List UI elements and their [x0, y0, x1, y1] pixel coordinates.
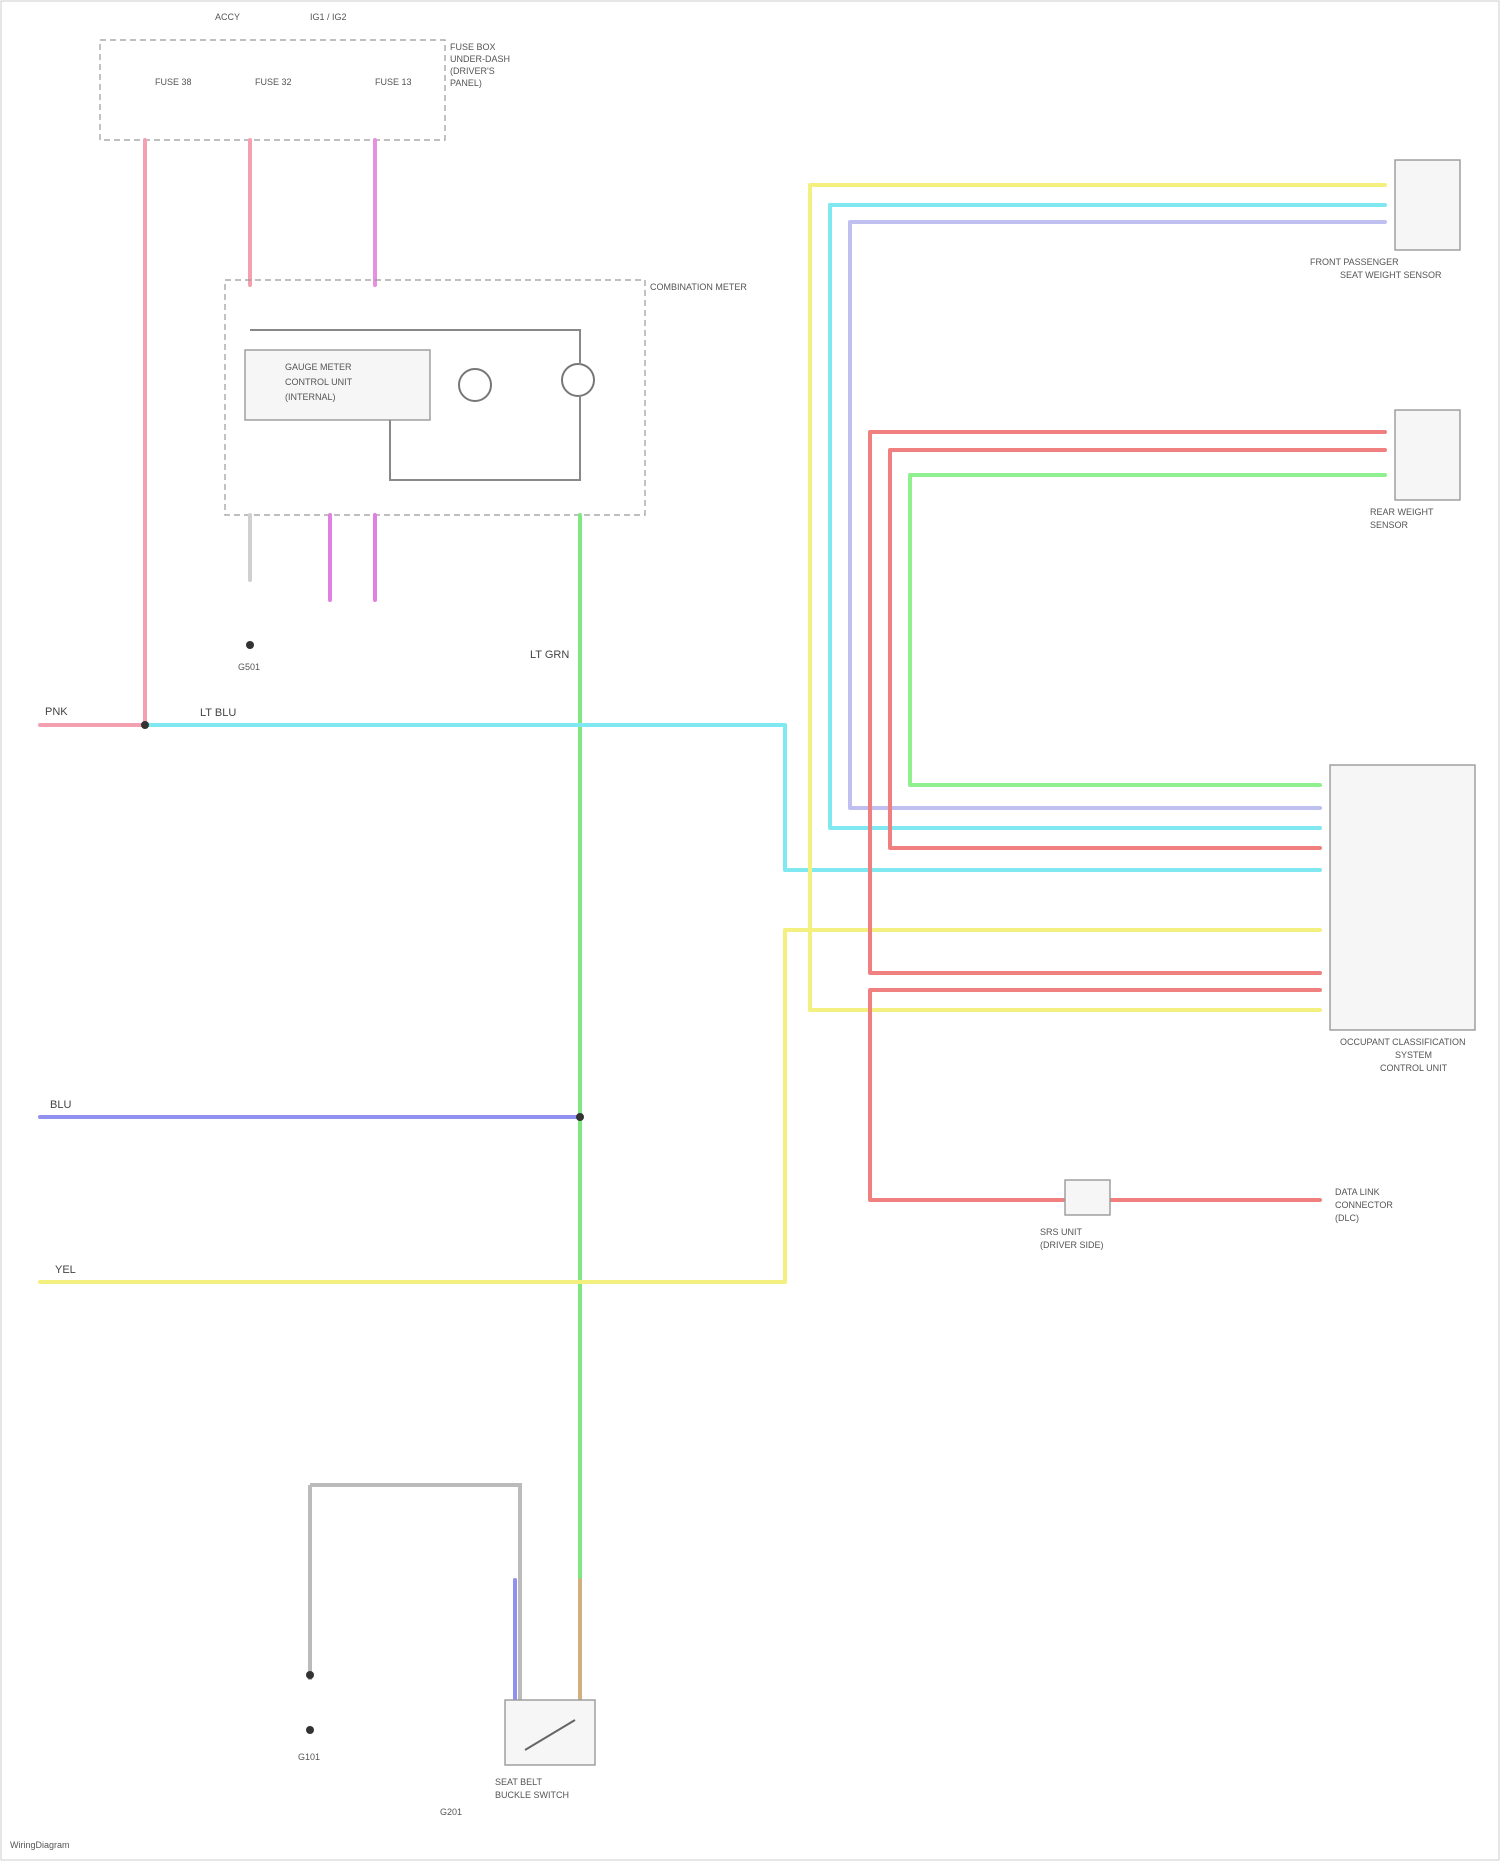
fuse-box-top-right: IG1 / IG2: [310, 12, 347, 22]
ground-label-3: G201: [440, 1807, 462, 1817]
combination-meter-title: COMBINATION METER: [650, 282, 747, 292]
fuse-box-title-2: UNDER-DASH: [450, 54, 510, 64]
c1-line-2: SEAT WEIGHT SENSOR: [1340, 270, 1442, 280]
splice-pink-cyan: [141, 721, 149, 729]
ground-node-3: [306, 1726, 314, 1734]
component-srs-unit: [1065, 1180, 1110, 1215]
c1-line-1: FRONT PASSENGER: [1310, 257, 1399, 267]
ground-label-1: G501: [238, 662, 260, 672]
control-unit-line-1: GAUGE METER: [285, 362, 352, 372]
splice-blue-green: [576, 1113, 584, 1121]
c6-line-2: BUCKLE SWITCH: [495, 1790, 569, 1800]
wire-label-lt-grn: LT GRN: [530, 649, 569, 661]
c3-line-2: SYSTEM: [1395, 1050, 1432, 1060]
c4-line-2: (DRIVER SIDE): [1040, 1240, 1104, 1250]
fuse-box-title-4: PANEL): [450, 78, 482, 88]
c5-line-2: CONNECTOR: [1335, 1200, 1393, 1210]
c4-line-1: SRS UNIT: [1040, 1227, 1083, 1237]
component-rear-weight-sensor: [1395, 410, 1460, 500]
wire-label-yel: YEL: [55, 1264, 76, 1276]
indicator-lamp-1: [459, 369, 491, 401]
ground-label-2: G101: [298, 1752, 320, 1762]
component-ocs-control-unit: [1330, 765, 1475, 1030]
fuse-label-1: FUSE 38: [155, 77, 192, 87]
c6-line-1: SEAT BELT: [495, 1777, 543, 1787]
c5-line-3: (DLC): [1335, 1213, 1359, 1223]
fuse-box-title-3: (DRIVER'S: [450, 66, 495, 76]
footer-text: WiringDiagram: [10, 1840, 70, 1850]
component-buckle-switch: [505, 1700, 595, 1765]
c5-line-1: DATA LINK: [1335, 1187, 1380, 1197]
ground-node-2: [306, 1671, 314, 1679]
wire-label-blu: BLU: [50, 1099, 71, 1111]
c3-line-1: OCCUPANT CLASSIFICATION: [1340, 1037, 1466, 1047]
control-unit-line-3: (INTERNAL): [285, 392, 336, 402]
fuse-box-top-left: ACCY: [215, 12, 240, 22]
c2-line-1: REAR WEIGHT: [1370, 507, 1434, 517]
fuse-label-3: FUSE 13: [375, 77, 412, 87]
ground-node-1: [246, 641, 254, 649]
control-unit-line-2: CONTROL UNIT: [285, 377, 353, 387]
fuse-box-title-1: FUSE BOX: [450, 42, 496, 52]
component-seat-weight-sensor: [1395, 160, 1460, 250]
indicator-lamp-2: [562, 364, 594, 396]
c3-line-3: CONTROL UNIT: [1380, 1063, 1448, 1073]
fuse-label-2: FUSE 32: [255, 77, 292, 87]
c2-line-2: SENSOR: [1370, 520, 1409, 530]
wire-label-lt-blu: LT BLU: [200, 707, 236, 719]
wire-label-pnk: PNK: [45, 706, 68, 718]
